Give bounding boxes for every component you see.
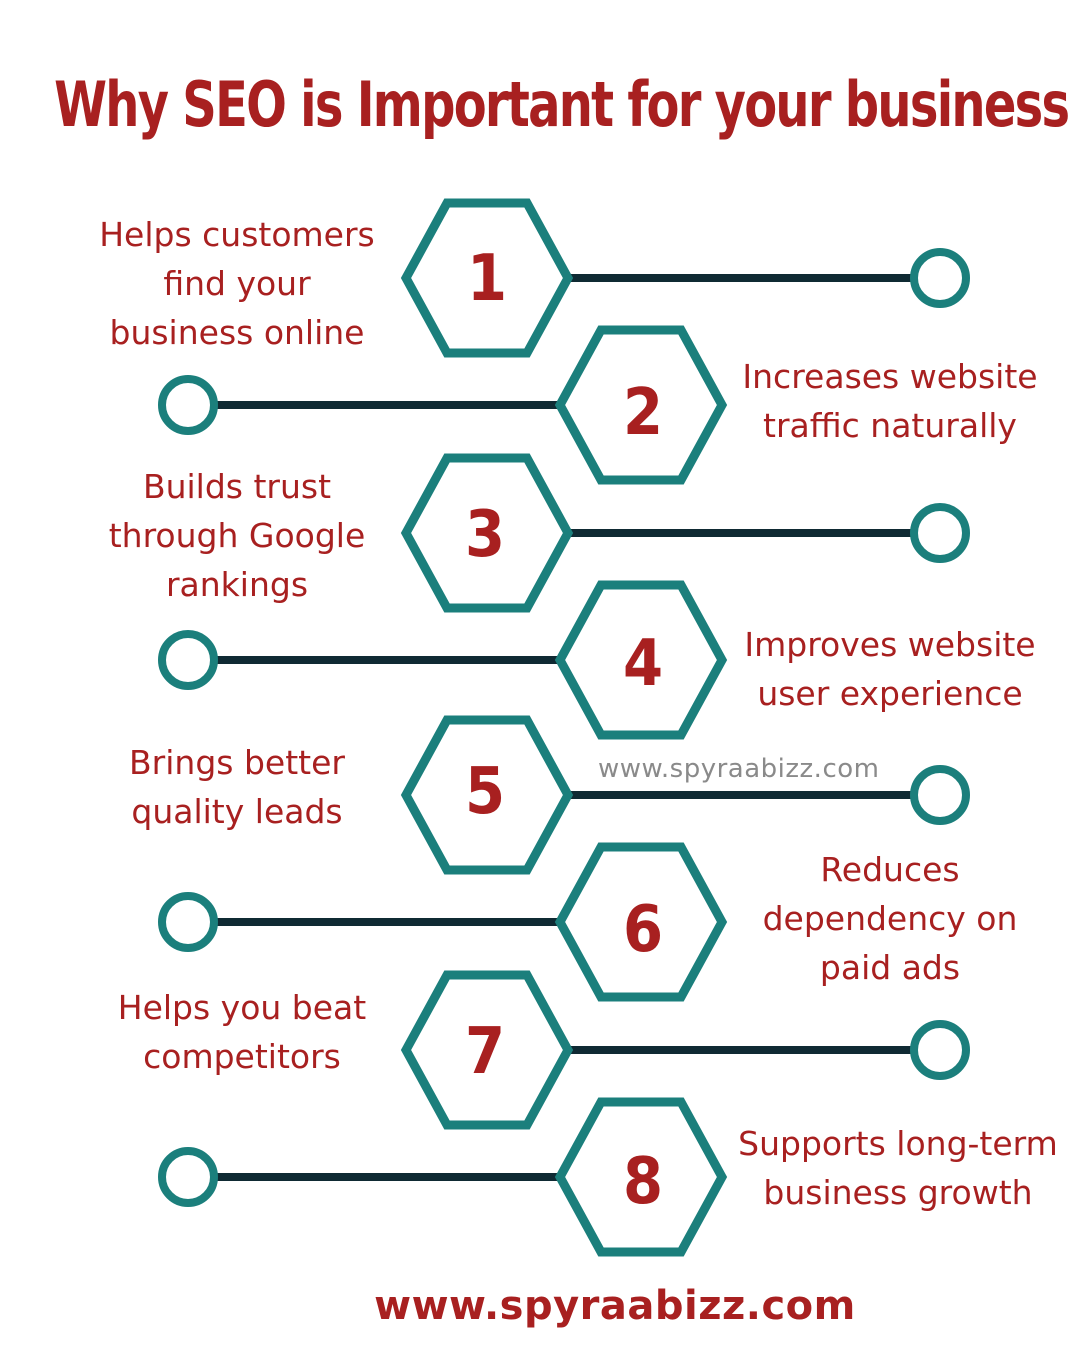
step-1: 1 bbox=[400, 198, 970, 358]
step-number: 6 bbox=[623, 893, 663, 967]
footer-url: www.spyraabizz.com bbox=[374, 1283, 856, 1329]
step-2-text: Increases website traffic naturally bbox=[742, 357, 1038, 445]
page-title: Why SEO is Important for your business bbox=[54, 68, 1070, 141]
step-8-text: Supports long-term business growth bbox=[738, 1124, 1058, 1212]
hexagon bbox=[554, 842, 728, 1002]
step-7-text: Helps you beat competitors bbox=[117, 988, 367, 1076]
connector-circle bbox=[158, 375, 218, 435]
step-number: 1 bbox=[467, 242, 507, 316]
hexagon bbox=[400, 198, 574, 358]
step-6-text: Reduces dependency on paid ads bbox=[762, 850, 1018, 987]
step-2: 2 bbox=[158, 325, 728, 485]
step-6: 6 bbox=[158, 842, 728, 1002]
step-7: 7 bbox=[400, 970, 970, 1130]
step-8: 8 bbox=[158, 1097, 728, 1257]
watermark-url: www.spyraabizz.com bbox=[598, 754, 880, 784]
hexagon bbox=[400, 970, 574, 1130]
step-4: 4 bbox=[158, 580, 728, 740]
step-5: 5 bbox=[400, 715, 970, 875]
step-number: 2 bbox=[623, 376, 663, 450]
step-3: 3 bbox=[400, 453, 970, 613]
hexagon bbox=[554, 325, 728, 485]
connector-circle bbox=[910, 248, 970, 308]
connector-circle bbox=[158, 1147, 218, 1207]
hexagon bbox=[554, 1097, 728, 1257]
connector-circle bbox=[910, 765, 970, 825]
step-number: 7 bbox=[465, 1015, 505, 1089]
hexagon bbox=[400, 453, 574, 613]
step-number: 5 bbox=[465, 755, 505, 829]
hexagon bbox=[400, 715, 574, 875]
step-5-text: Brings better quality leads bbox=[129, 743, 345, 831]
step-1-text: Helps customers find your business onlin… bbox=[99, 215, 375, 352]
hexagon bbox=[554, 580, 728, 740]
connector-circle bbox=[910, 1020, 970, 1080]
step-number: 3 bbox=[465, 498, 505, 572]
connector-circle bbox=[158, 892, 218, 952]
step-number: 4 bbox=[623, 627, 663, 701]
step-number: 8 bbox=[623, 1145, 663, 1219]
connector-circle bbox=[158, 630, 218, 690]
step-4-text: Improves website user experience bbox=[744, 625, 1036, 713]
step-3-text: Builds trust through Google rankings bbox=[108, 467, 366, 604]
connector-circle bbox=[910, 503, 970, 563]
